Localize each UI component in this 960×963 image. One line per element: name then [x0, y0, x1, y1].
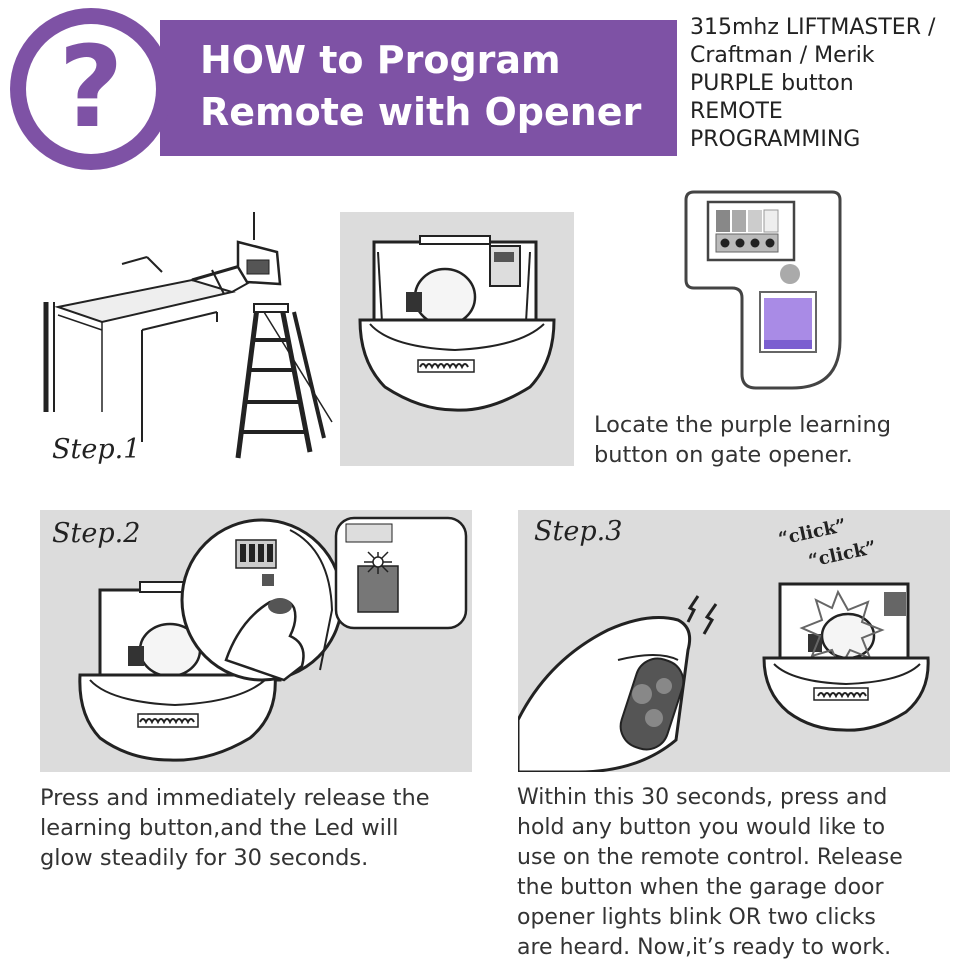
desc-line: opener lights blink OR two clicks — [517, 905, 876, 930]
step2-illustration: Step.2 — [40, 510, 472, 772]
step3-description: Within this 30 seconds, press and hold a… — [517, 783, 903, 963]
desc-line: Within this 30 seconds, press and — [517, 785, 888, 810]
step2-label: Step.2 — [52, 518, 141, 549]
title-line-2: Remote with Opener — [200, 90, 642, 134]
step1-label: Step.1 — [52, 434, 141, 465]
desc-line: Locate the purple learning — [594, 412, 892, 438]
desc-line: hold any button you would like to — [517, 815, 886, 840]
step1-garage-illustration: Step.1 — [42, 212, 337, 466]
press-learn-button-drawing — [78, 516, 468, 762]
subtitle-line: 315mhz LIFTMASTER / — [690, 15, 936, 40]
step1-opener-illustration — [340, 212, 574, 466]
title-line-1: HOW to Program — [200, 38, 561, 82]
purple-learn-button-diagram — [684, 190, 842, 390]
subtitle-line: PURPLE button — [690, 71, 854, 96]
opener-lens-open-drawing — [358, 235, 556, 412]
question-mark-icon: ? — [10, 8, 172, 170]
locate-description: Locate the purple learning button on gat… — [594, 410, 891, 470]
question-mark-glyph: ? — [58, 23, 124, 153]
remote-press-drawing — [518, 582, 930, 772]
step3-illustration: Step.3 “click” “click” — [518, 510, 950, 772]
desc-line: button on gate opener. — [594, 442, 853, 468]
desc-line: are heard. Now,it’s ready to work. — [517, 935, 892, 960]
step3-label: Step.3 — [534, 516, 623, 547]
desc-line: use on the remote control. Release — [517, 845, 903, 870]
desc-line: glow steadily for 30 seconds. — [40, 845, 369, 871]
garage-ladder-drawing — [42, 212, 337, 466]
subtitle-line: Craftman / Merik — [690, 43, 875, 68]
step2-description: Press and immediately release the learni… — [40, 783, 430, 873]
subtitle-line: PROGRAMMING — [690, 127, 861, 152]
product-subtitle: 315mhz LIFTMASTER / Craftman / Merik PUR… — [690, 14, 958, 154]
desc-line: learning button,and the Led will — [40, 815, 399, 841]
header-banner: HOW to Program Remote with Opener — [160, 20, 677, 156]
desc-line: Press and immediately release the — [40, 785, 430, 811]
subtitle-line: REMOTE — [690, 99, 783, 124]
desc-line: the button when the garage door — [517, 875, 884, 900]
